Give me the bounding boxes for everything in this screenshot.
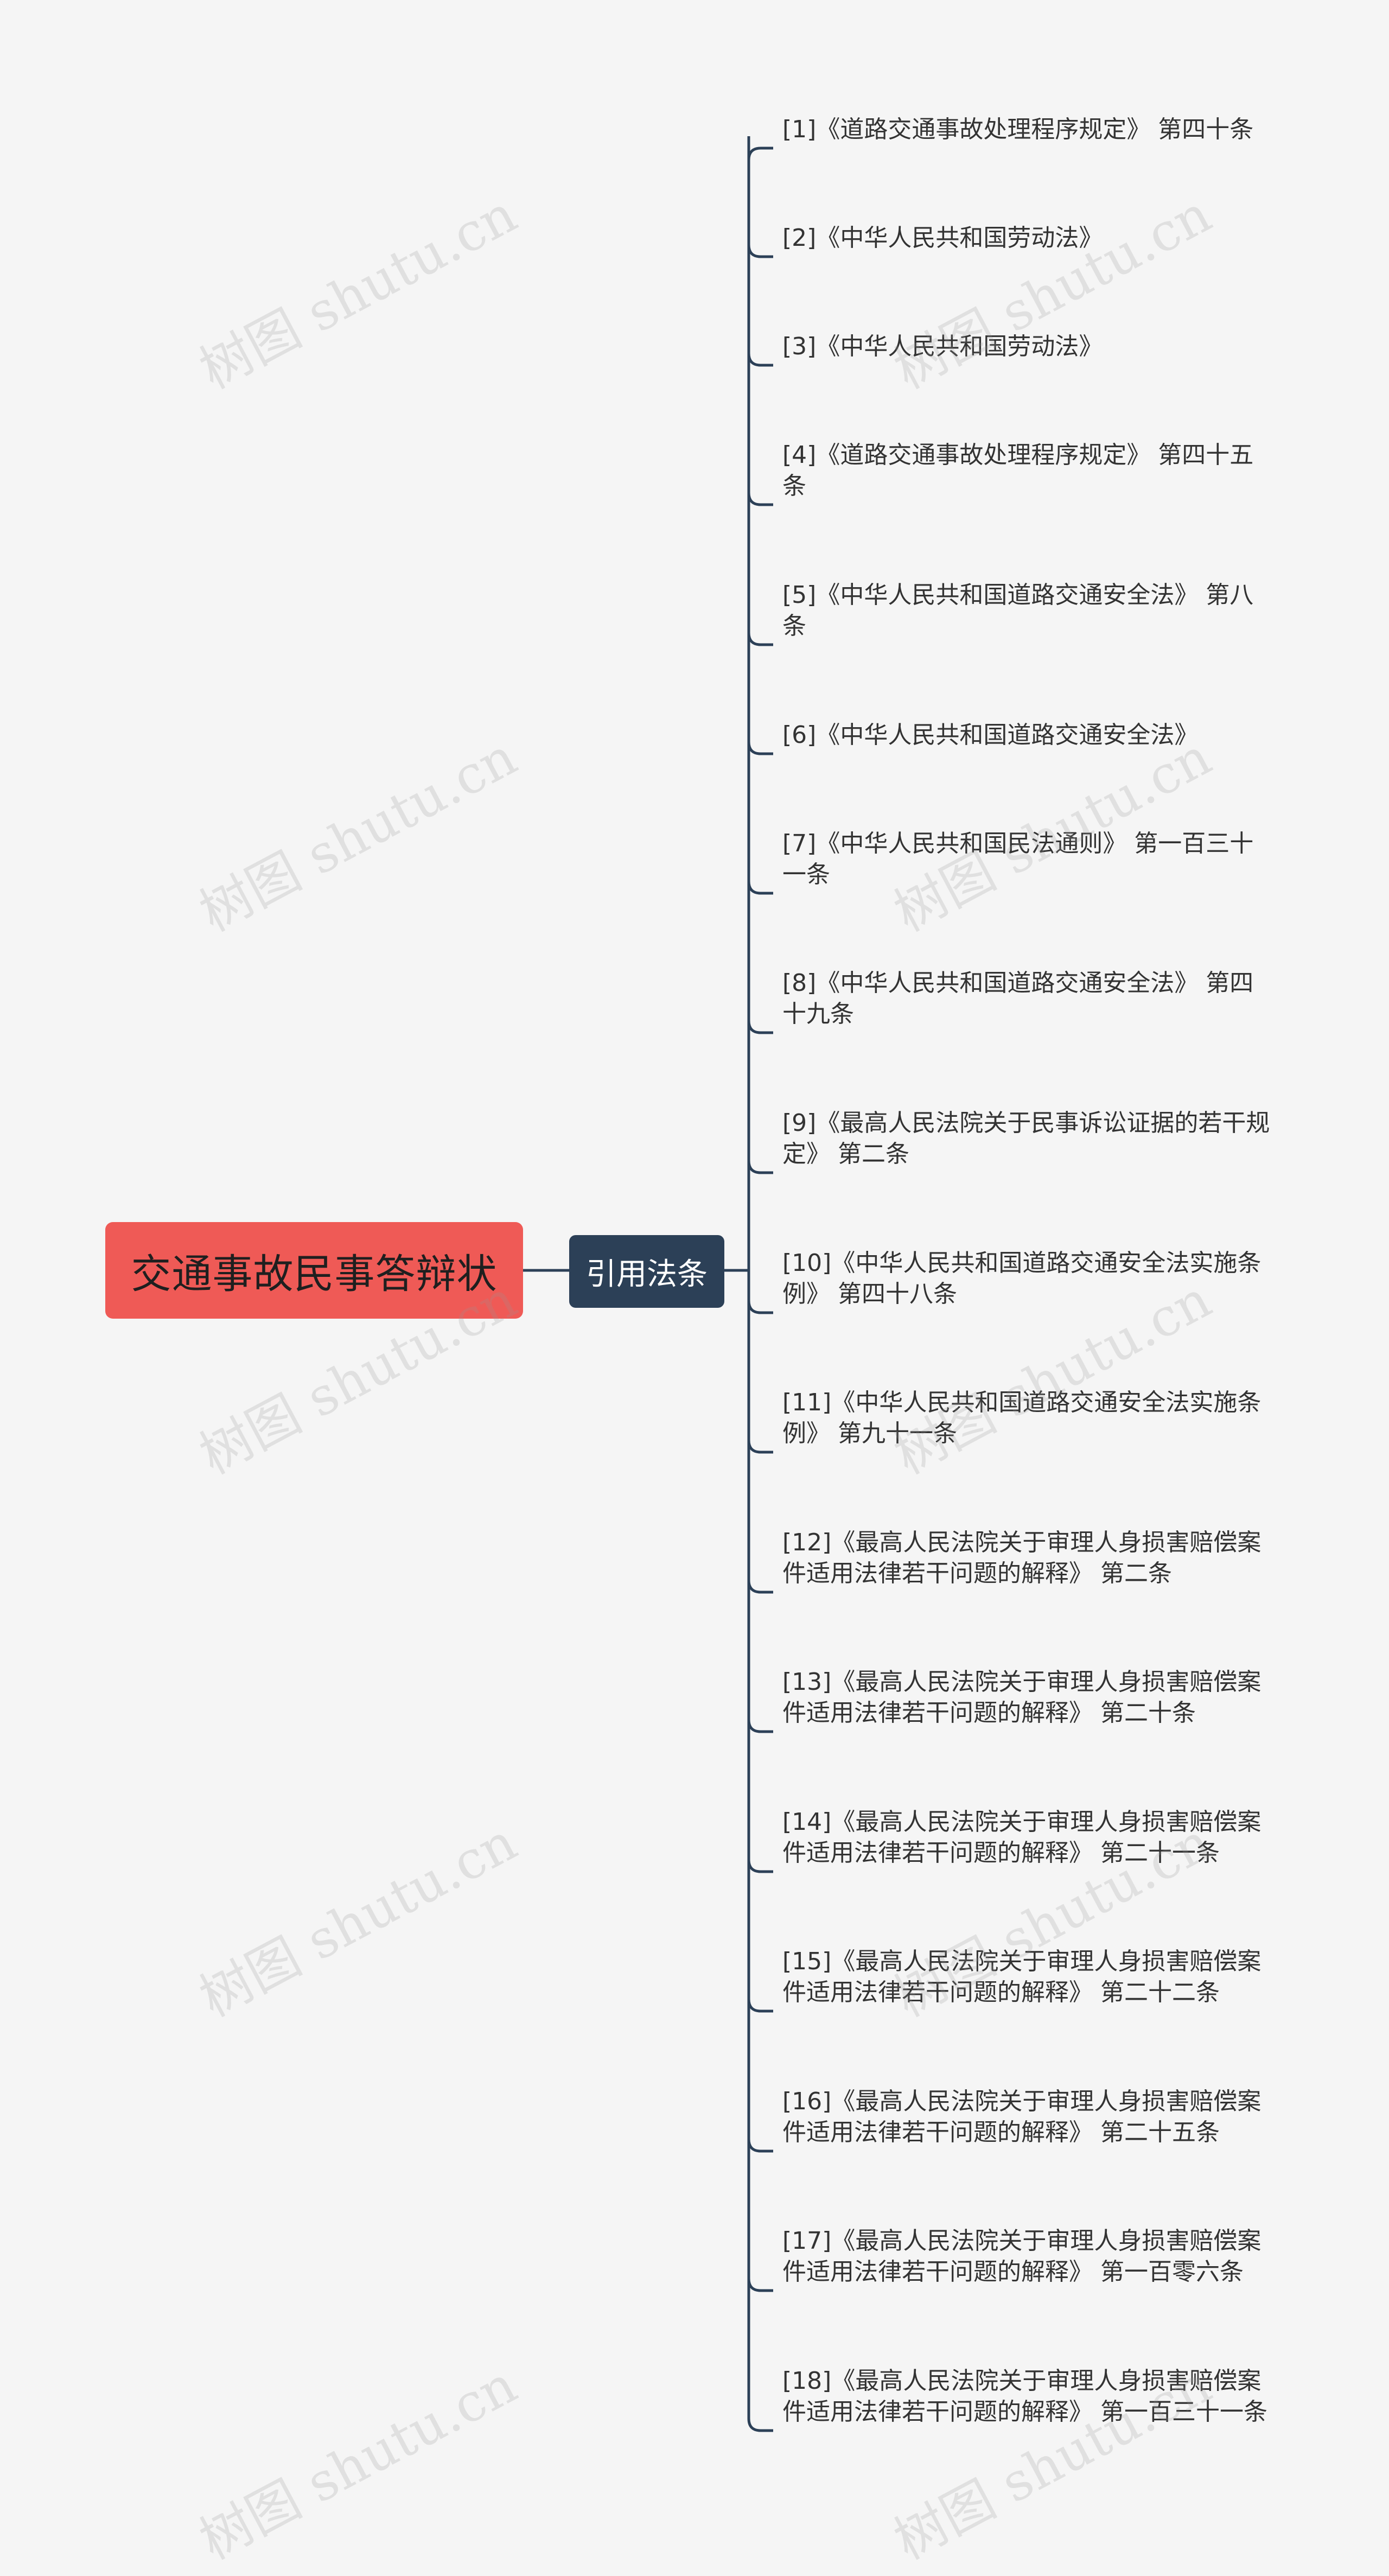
leaf-connector-12 <box>747 1580 773 1594</box>
leaf-topic-5[interactable]: [5]《中华人民共和国道路交通安全法》 第八条 <box>782 581 1254 640</box>
leaf-topic-8[interactable]: [8]《中华人民共和国道路交通安全法》 第四十九条 <box>782 969 1254 1028</box>
branch-topic-cited-laws[interactable]: 引用法条 <box>569 1235 724 1308</box>
leaf-connector-9 <box>747 1160 773 1174</box>
leaf-connector-8 <box>747 1020 773 1034</box>
leaf-connector-4 <box>747 492 773 506</box>
leaf-connector-7 <box>747 881 773 895</box>
leaf-connector-14 <box>747 1859 773 1873</box>
leaf-topic-10[interactable]: [10]《中华人民共和国道路交通安全法实施条例》 第四十八条 <box>782 1249 1261 1308</box>
leaf-connector-13 <box>747 1719 773 1733</box>
leaf-topic-13[interactable]: [13]《最高人民法院关于审理人身损害赔偿案件适用法律若干问题的解释》 第二十条 <box>782 1668 1261 1727</box>
branch-topic-label: 引用法条 <box>586 1256 708 1292</box>
leaf-connector-6 <box>747 741 773 755</box>
leaf-topic-7[interactable]: [7]《中华人民共和国民法通则》 第一百三十一条 <box>782 830 1254 888</box>
leaf-topic-18[interactable]: [18]《最高人民法院关于审理人身损害赔偿案件适用法律若干问题的解释》 第一百三… <box>782 2367 1267 2426</box>
leaf-topic-1[interactable]: [1]《道路交通事故处理程序规定》 第四十条 <box>782 116 1254 143</box>
leaf-connectors <box>747 136 773 2432</box>
leaf-connector-17 <box>747 2278 773 2292</box>
leaf-connector-10 <box>747 1300 773 1314</box>
leaf-topic-11[interactable]: [11]《中华人民共和国道路交通安全法实施条例》 第九十一条 <box>782 1389 1261 1447</box>
leaf-topic-2[interactable]: [2]《中华人民共和国劳动法》 <box>782 224 1103 252</box>
leaf-topic-3[interactable]: [3]《中华人民共和国劳动法》 <box>782 333 1103 360</box>
leaf-topic-14[interactable]: [14]《最高人民法院关于审理人身损害赔偿案件适用法律若干问题的解释》 第二十一… <box>782 1808 1261 1867</box>
root-topic-label: 交通事故民事答辩状 <box>131 1250 498 1297</box>
leaf-connector-3 <box>747 353 773 367</box>
leaf-connector-1 <box>747 147 773 161</box>
leaf-connector-11 <box>747 1440 773 1454</box>
leaf-topic-6[interactable]: [6]《中华人民共和国道路交通安全法》 <box>782 721 1199 749</box>
leaf-connector-5 <box>747 632 773 646</box>
leaf-topic-12[interactable]: [12]《最高人民法院关于审理人身损害赔偿案件适用法律若干问题的解释》 第二条 <box>782 1529 1261 1587</box>
leaf-topic-17[interactable]: [17]《最高人民法院关于审理人身损害赔偿案件适用法律若干问题的解释》 第一百零… <box>782 2227 1261 2286</box>
root-topic[interactable]: 交通事故民事答辩状 <box>105 1222 523 1319</box>
leaf-connector-2 <box>747 244 773 258</box>
leaf-topic-4[interactable]: [4]《道路交通事故处理程序规定》 第四十五条 <box>782 441 1254 500</box>
leaf-connector-15 <box>747 1999 773 2013</box>
leaf-connector-16 <box>747 2139 773 2153</box>
leaf-connector-18 <box>747 2418 773 2432</box>
leaf-topic-9[interactable]: [9]《最高人民法院关于民事诉讼证据的若干规定》 第二条 <box>782 1109 1270 1168</box>
leaf-topic-15[interactable]: [15]《最高人民法院关于审理人身损害赔偿案件适用法律若干问题的解释》 第二十二… <box>782 1948 1261 2006</box>
leaf-topic-16[interactable]: [16]《最高人民法院关于审理人身损害赔偿案件适用法律若干问题的解释》 第二十五… <box>782 2088 1261 2146</box>
